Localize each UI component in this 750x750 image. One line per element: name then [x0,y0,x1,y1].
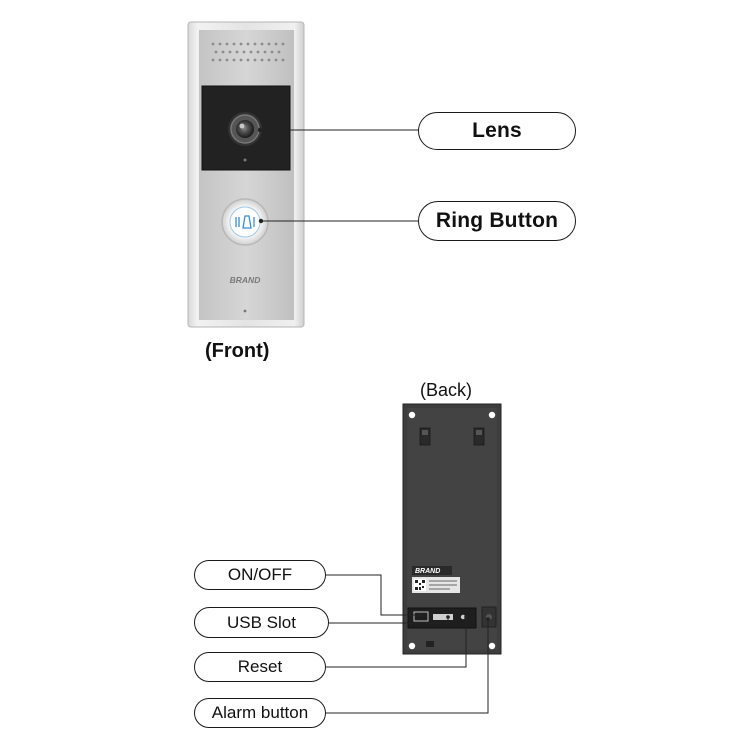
alarm-button-label: Alarm button [194,698,326,728]
mounting-slot-left [419,427,431,446]
usb-port-icon [433,614,453,620]
speaker-grille [211,42,285,62]
usb-slot-label: USB Slot [194,607,329,638]
front-leader-lines [260,129,418,222]
lens-icon [236,120,254,138]
front-caption: (Front) [205,340,270,362]
back-device: BRAND [402,403,502,655]
lens-label-text: Lens [472,119,522,142]
bell-icon [235,215,255,229]
mounting-slot-right [473,427,485,446]
ring-button [221,198,269,246]
back-caption: (Back) [420,380,473,400]
back-brand-text: BRAND [415,568,440,575]
back-leader-lines [326,574,489,714]
ring-button-label-text: Ring Button [435,209,559,232]
reset-label-text: Reset [237,657,283,676]
ring-button-label: Ring Button [418,201,576,241]
usb-slot-label-text: USB Slot [227,612,296,632]
front-brand-text: BRAND [230,275,261,285]
on-off-label: ON/OFF [194,560,326,590]
back-label-sticker: BRAND [412,566,460,593]
alarm-button-label-text: Alarm button [211,703,309,722]
qr-code-icon [414,579,426,591]
on-off-label-text: ON/OFF [227,565,293,584]
lens-label: Lens [418,112,576,150]
front-device: BRAND [187,21,305,328]
camera-window [201,85,291,171]
reset-label: Reset [194,652,326,682]
